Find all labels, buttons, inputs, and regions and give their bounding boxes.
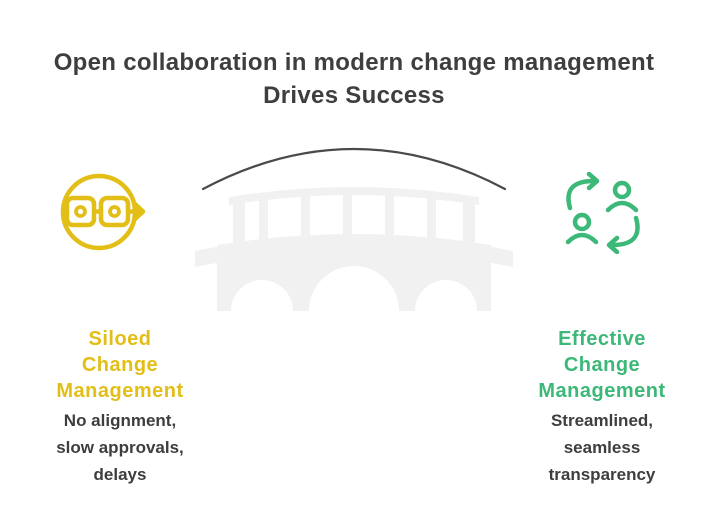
person-top-body — [605, 200, 639, 213]
bridge-rail — [229, 187, 479, 205]
person-top-head — [612, 180, 632, 200]
bridge-svg — [195, 148, 513, 311]
bridge-illustration — [193, 143, 515, 313]
right-label-line3: Management — [538, 380, 666, 402]
bridge-arch-left — [231, 280, 293, 311]
right-label-line1: Effective — [558, 328, 646, 350]
pipeline-dot-left — [74, 205, 87, 218]
right-description: Streamlined, seamless transparency — [498, 407, 706, 488]
pipeline-arrow-head — [132, 201, 146, 222]
bridge-arch-center — [309, 266, 399, 311]
pipeline-node-left — [64, 195, 97, 228]
right-label-line2: Change — [563, 354, 641, 376]
gap-arc — [201, 148, 507, 191]
right-description-line3: transparency — [548, 465, 656, 484]
people-exchange-icon — [556, 171, 650, 255]
bridge-post — [385, 193, 394, 241]
page-title-line1: Open collaboration in modern change mana… — [53, 49, 655, 76]
people-exchange-svg — [565, 171, 640, 255]
bridge-post — [301, 194, 310, 242]
pipeline-node-right — [98, 195, 131, 228]
page-title: Open collaboration in modern change mana… — [0, 46, 708, 112]
left-label-line2: Change — [81, 354, 159, 376]
bridge-arch-right — [415, 280, 477, 311]
left-label-line1: Siloed — [88, 328, 152, 350]
left-label-siloed-change-management: Siloed Change Management — [22, 326, 218, 404]
left-description-line3: delays — [93, 465, 147, 484]
bridge-post — [233, 203, 245, 251]
left-label-line3: Management — [56, 380, 184, 402]
person-bottom-body — [565, 232, 599, 245]
bridge-post — [259, 198, 268, 244]
page-title-line2: Drives Success — [263, 82, 445, 109]
bridge-post — [427, 197, 436, 243]
cycle-arrow-bottom — [607, 215, 640, 248]
pipeline-dot-right — [108, 205, 121, 218]
workflow-pipeline-svg — [60, 173, 146, 251]
left-description: No alignment, slow approvals, delays — [16, 407, 224, 488]
cycle-arrow-bottom-head — [606, 235, 620, 255]
person-bottom-head — [572, 212, 592, 232]
cycle-arrow-top — [566, 178, 599, 211]
cycle-arrow-top-head — [586, 171, 600, 191]
workflow-pipeline-icon — [55, 170, 151, 254]
bridge-post — [463, 203, 475, 251]
right-description-line1: Streamlined, — [550, 411, 654, 430]
right-description-line2: seamless — [563, 438, 641, 457]
bridge-post — [343, 192, 352, 240]
right-label-effective-change-management: Effective Change Management — [502, 326, 702, 404]
left-description-line1: No alignment, — [63, 411, 177, 430]
bridge-deck — [195, 235, 513, 267]
left-description-line2: slow approvals, — [56, 438, 184, 457]
